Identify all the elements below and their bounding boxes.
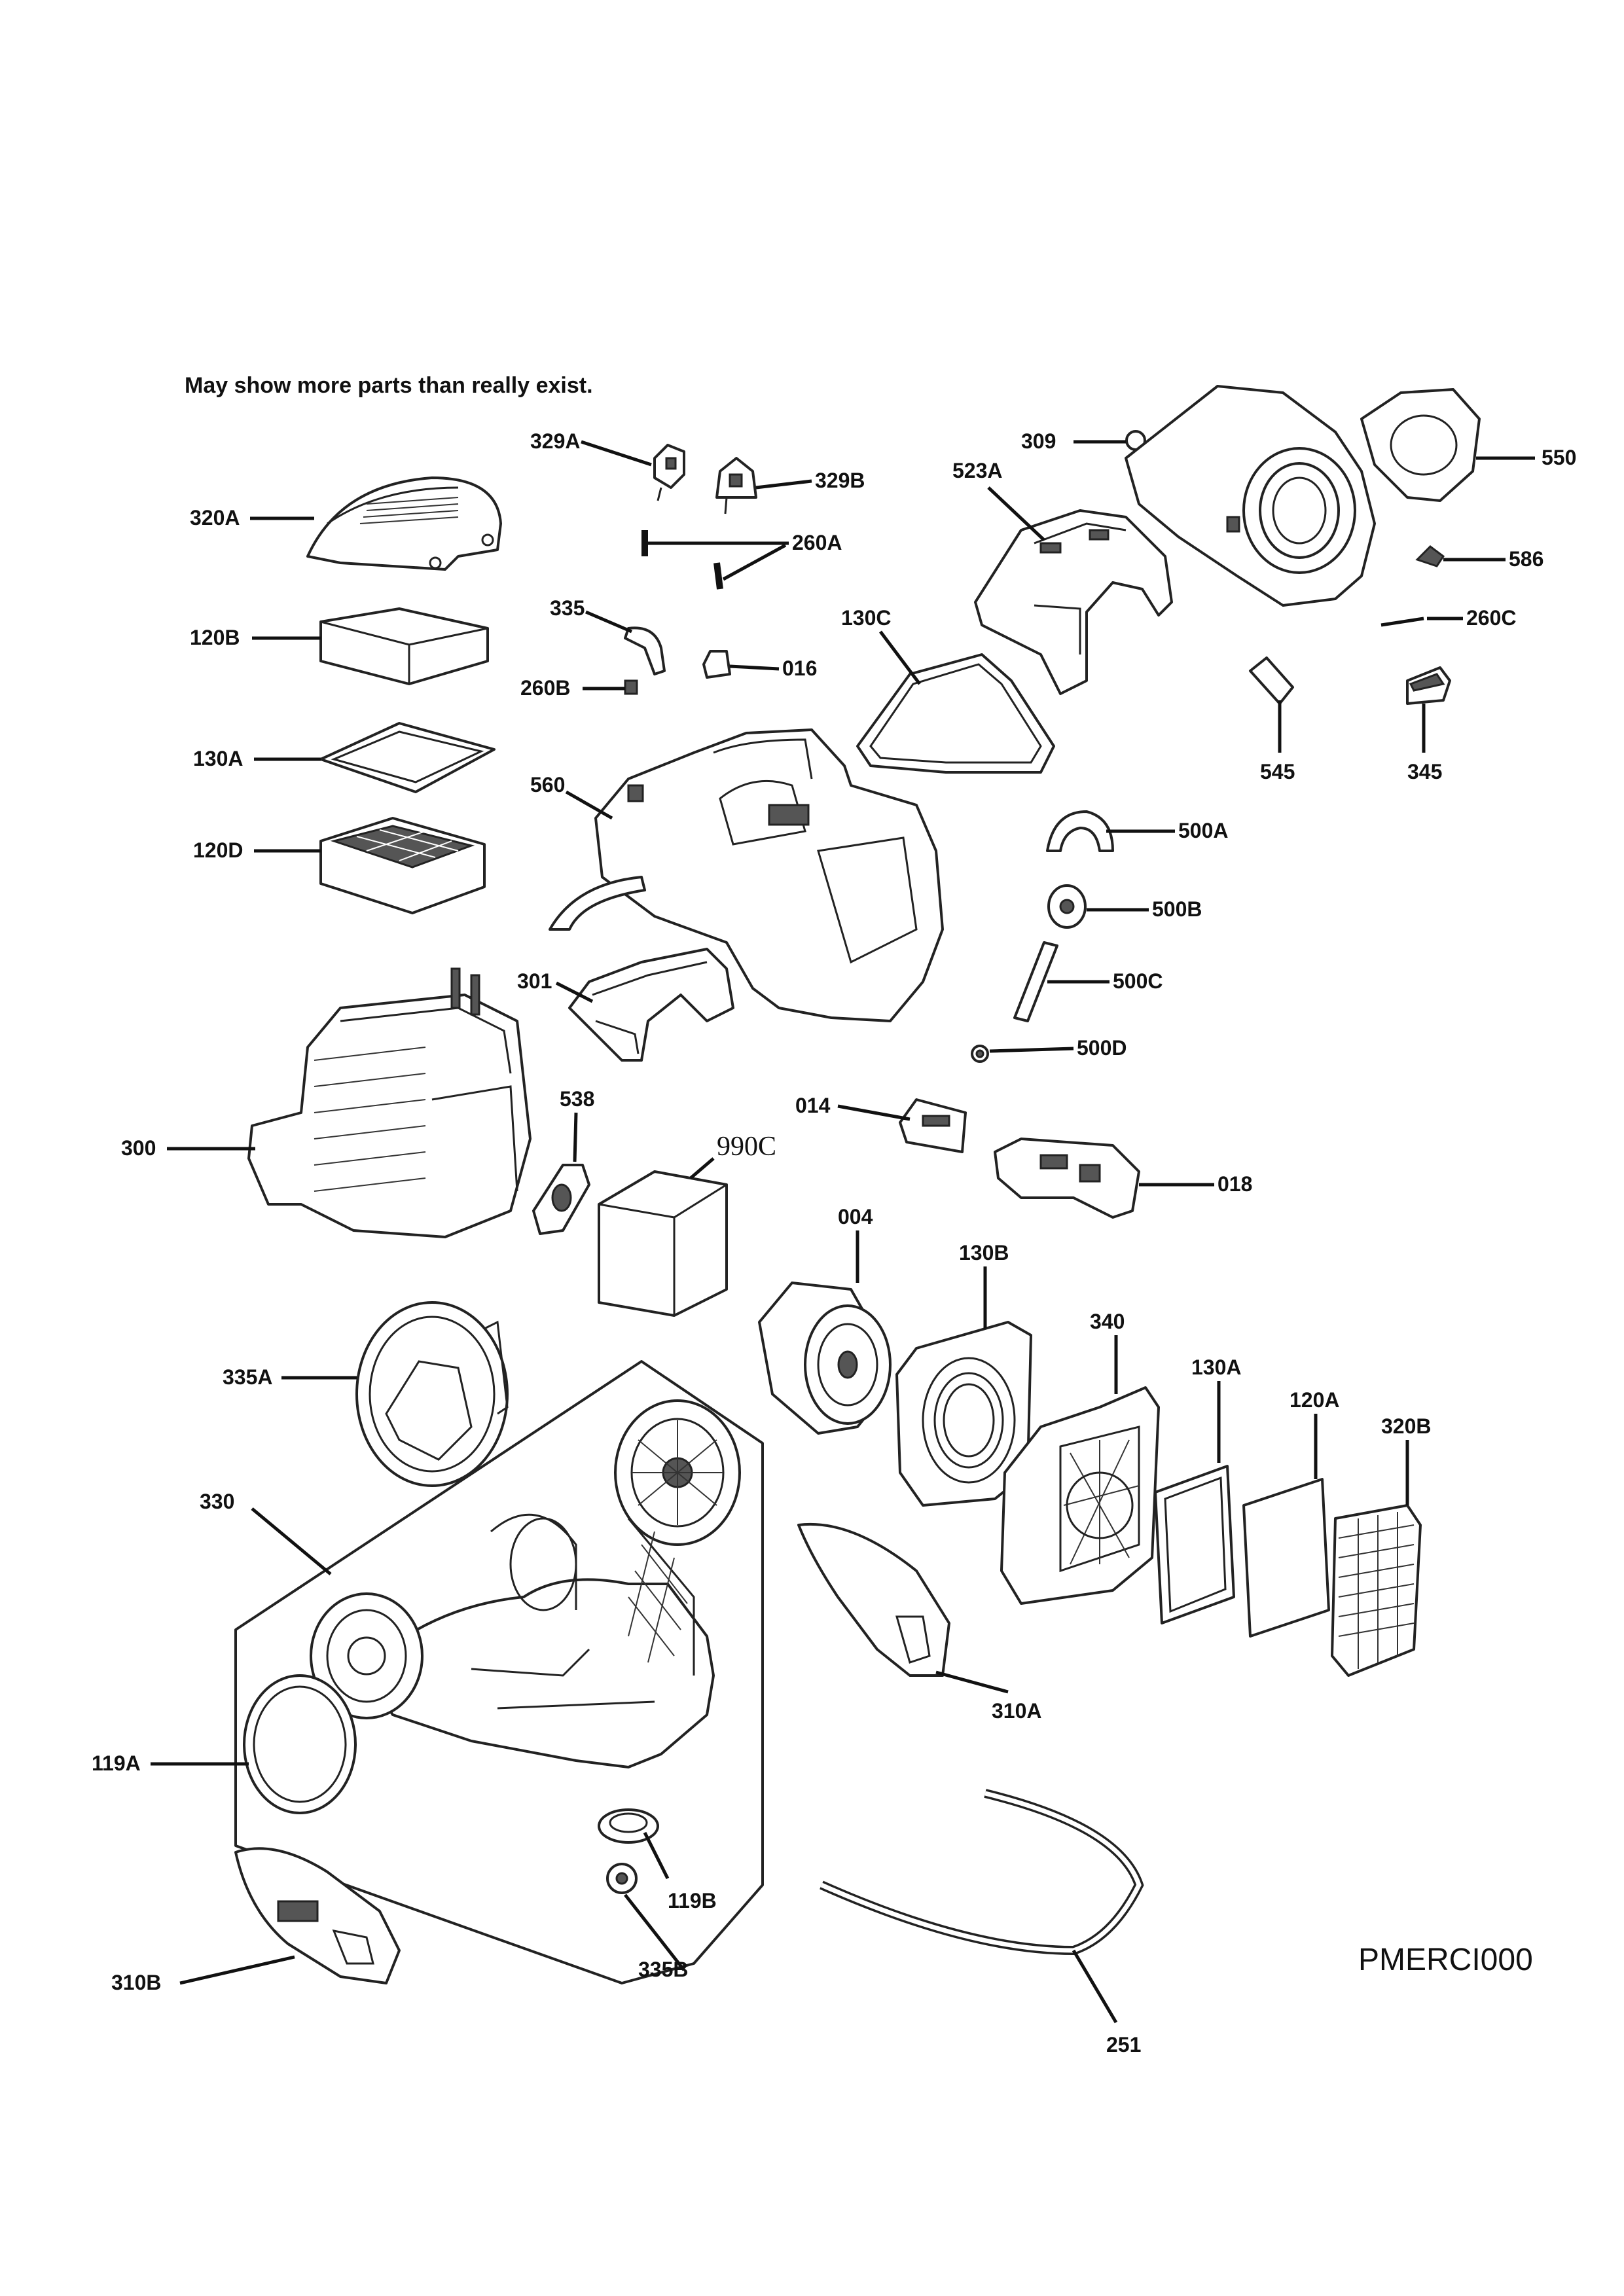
part-130C-seal-graphic <box>856 653 1055 774</box>
part-018-graphic <box>994 1138 1140 1219</box>
label-260C: 260C <box>1466 606 1517 630</box>
part-523A-handle-graphic <box>974 509 1173 695</box>
label-130B: 130B <box>959 1241 1009 1265</box>
label-260A: 260A <box>792 531 842 554</box>
part-500D-graphic <box>971 1045 989 1063</box>
label-345: 345 <box>1407 760 1442 783</box>
label-119A: 119A <box>92 1751 141 1775</box>
part-345-graphic <box>1406 666 1451 705</box>
label-018: 018 <box>1218 1172 1252 1196</box>
label-309: 309 <box>1021 429 1056 453</box>
label-260B: 260B <box>520 676 571 700</box>
label-340: 340 <box>1090 1310 1125 1333</box>
part-320B-grille-graphic <box>1331 1504 1422 1677</box>
part-538-graphic <box>532 1164 590 1235</box>
label-550: 550 <box>1542 446 1576 469</box>
part-251-cord-graphic <box>820 1789 1144 1956</box>
part-301-graphic <box>568 948 734 1062</box>
part-130A-seal-top-graphic <box>319 722 496 793</box>
label-300: 300 <box>121 1136 156 1160</box>
label-016: 016 <box>782 656 817 680</box>
part-335B-graphic <box>606 1863 638 1894</box>
label-310A: 310A <box>992 1699 1042 1723</box>
label-329A: 329A <box>530 429 581 453</box>
part-320A-cover-graphic <box>306 476 502 571</box>
part-120B-filter-graphic <box>319 607 489 685</box>
label-335B: 335B <box>638 1958 689 1981</box>
label-545: 545 <box>1260 760 1295 783</box>
label-130A-bottom: 130A <box>1191 1355 1242 1379</box>
part-330-base-graphic <box>234 1360 764 1984</box>
label-301: 301 <box>517 969 552 993</box>
label-329B: 329B <box>815 469 865 492</box>
label-251: 251 <box>1106 2033 1141 2056</box>
part-340-grille-graphic <box>1000 1386 1160 1605</box>
part-260C-graphic <box>1380 617 1424 627</box>
part-004-motor-graphic <box>758 1282 892 1435</box>
label-120B: 120B <box>190 626 240 649</box>
label-130A-top: 130A <box>193 747 244 770</box>
part-016-clip-graphic <box>702 650 731 679</box>
part-260A-pins-graphic <box>641 530 723 590</box>
label-310B: 310B <box>111 1971 162 1994</box>
label-335: 335 <box>550 596 585 620</box>
label-130C: 130C <box>841 606 892 630</box>
part-120D-hepa-filter-graphic <box>319 817 486 914</box>
label-500B: 500B <box>1152 897 1202 921</box>
part-300-chassis-graphic <box>247 967 532 1238</box>
label-523A: 523A <box>952 459 1003 482</box>
part-560-hook-graphic <box>549 876 646 931</box>
part-329A-button-graphic <box>653 444 685 501</box>
label-330: 330 <box>200 1490 234 1513</box>
part-586-graphic <box>1415 545 1445 567</box>
disclaimer-note: May show more parts than really exist. <box>185 373 593 398</box>
label-320B: 320B <box>1381 1414 1432 1438</box>
part-500C-graphic <box>1013 941 1058 1022</box>
part-545-graphic <box>1249 656 1294 705</box>
part-top-lid-graphic <box>1125 385 1376 607</box>
part-310B-panel-graphic <box>234 1847 401 1984</box>
label-500C: 500C <box>1113 969 1163 993</box>
part-329B-button-graphic <box>715 457 757 514</box>
part-500A-graphic <box>1046 810 1114 852</box>
label-120A: 120A <box>1290 1388 1340 1412</box>
label-990C: 990C <box>717 1132 776 1162</box>
label-004: 004 <box>838 1205 873 1229</box>
part-335-latch-graphic <box>624 626 666 675</box>
label-119B: 119B <box>668 1889 717 1912</box>
part-550-plate-graphic <box>1360 388 1481 502</box>
part-500B-graphic <box>1047 884 1087 929</box>
part-310A-panel-graphic <box>797 1522 950 1677</box>
part-119B-graphic <box>598 1808 659 1844</box>
label-560: 560 <box>530 773 565 797</box>
label-500D: 500D <box>1077 1036 1127 1060</box>
label-320A: 320A <box>190 506 240 529</box>
diagram-code: PMERCI000 <box>1358 1943 1533 1977</box>
label-538: 538 <box>560 1087 594 1111</box>
label-120D: 120D <box>193 838 244 862</box>
label-335A: 335A <box>223 1365 273 1389</box>
label-586: 586 <box>1509 547 1543 571</box>
label-500A: 500A <box>1178 819 1229 842</box>
part-120A-filter-graphic <box>1242 1478 1330 1638</box>
part-260B-pin-graphic <box>624 679 638 695</box>
label-014: 014 <box>795 1094 831 1117</box>
part-335A-wheel-graphic <box>355 1301 509 1487</box>
part-990C-box-graphic <box>598 1170 728 1317</box>
part-119A-cover-graphic <box>243 1674 357 1814</box>
part-130A-seal-bottom-graphic <box>1154 1465 1235 1624</box>
part-014-graphic <box>899 1098 967 1153</box>
part-560-housing-graphic <box>594 728 944 1022</box>
